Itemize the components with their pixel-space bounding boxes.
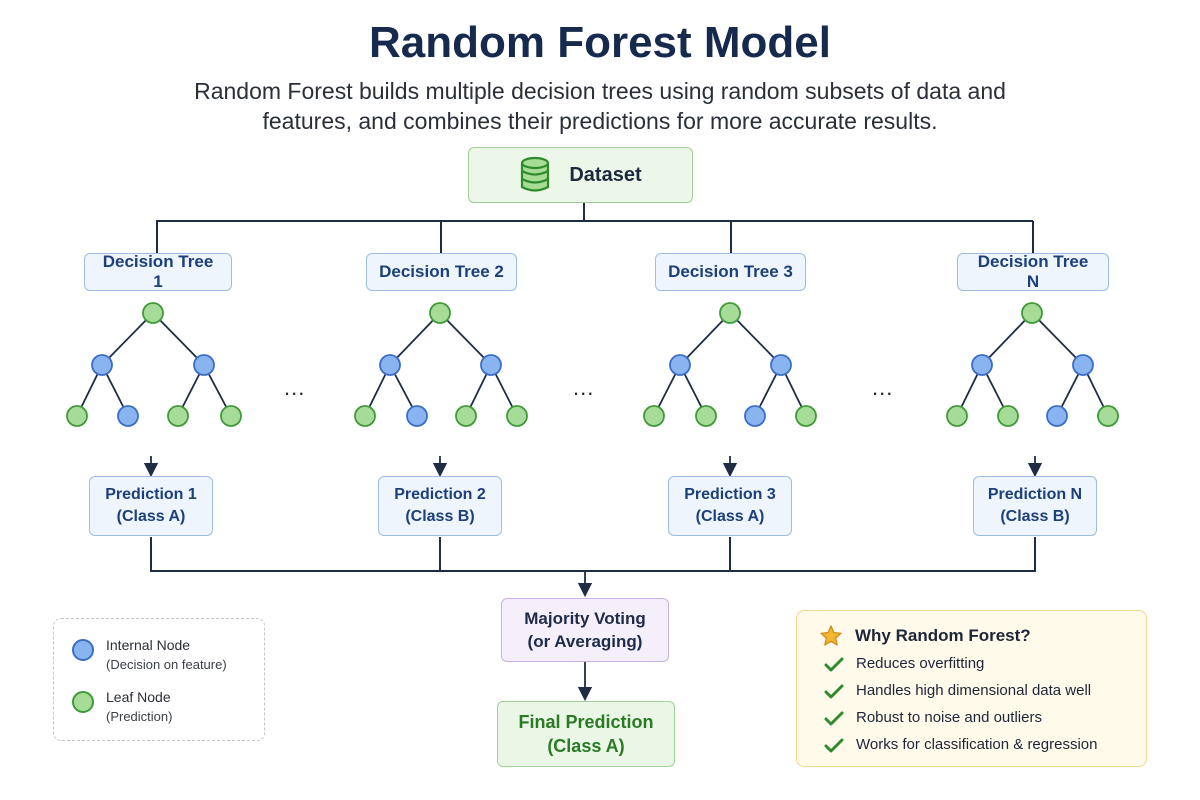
tree-label-n: Decision Tree N (957, 252, 1109, 291)
prediction-box-n: Prediction N (Class B) (973, 476, 1097, 536)
ellipsis-1: ... (284, 375, 306, 400)
tree-leaf-node (946, 405, 968, 427)
internal-node-swatch (72, 639, 94, 661)
why-item-text: Reduces overfitting (856, 655, 985, 672)
diagram-title: Random Forest Model (368, 18, 832, 67)
ellipsis-2: ... (573, 375, 595, 400)
prediction-class: (Class A) (695, 508, 765, 525)
tree-internal-node (669, 354, 691, 376)
prediction-class: (Class B) (405, 508, 475, 525)
tree-edge (729, 312, 782, 366)
tree-internal-node (1072, 354, 1094, 376)
tree-edge (981, 312, 1033, 366)
tree-internal-node (1046, 405, 1068, 427)
tree-leaf-node (167, 405, 189, 427)
tree-leaf-node (997, 405, 1019, 427)
tree-root-node (1021, 302, 1043, 324)
tree-leaf-node (506, 405, 528, 427)
prediction-class: (Class A) (116, 508, 186, 525)
why-item-text: Robust to noise and outliers (856, 709, 1042, 726)
tree-leaf-node (795, 405, 817, 427)
tree-internal-node (744, 405, 766, 427)
tree-internal-node (379, 354, 401, 376)
tree-internal-node (406, 405, 428, 427)
dataset-label: Dataset (569, 163, 642, 186)
leaf-node-swatch (72, 691, 94, 713)
star-icon (820, 625, 842, 646)
why-title: Why Random Forest? (855, 626, 1031, 645)
legend-internal-desc: (Decision on feature) (106, 657, 227, 672)
voting-line-1: Majority Voting (524, 609, 646, 628)
prediction-box-1: Prediction 1 (Class A) (89, 476, 213, 536)
prediction-label: Prediction 3 (684, 486, 776, 503)
legend-leaf-desc: (Prediction) (106, 709, 173, 724)
why-item-text: Handles high dimensional data well (856, 682, 1092, 699)
prediction-label: Prediction 2 (394, 486, 486, 503)
majority-voting-box: Majority Voting (or Averaging) (501, 598, 669, 662)
legend-leaf-title: Leaf Node (106, 689, 171, 705)
tree-internal-node (480, 354, 502, 376)
tree-edge (1031, 312, 1084, 366)
legend: Internal Node (Decision on feature) Leaf… (53, 618, 265, 741)
tree-leaf-node (695, 405, 717, 427)
tree-internal-node (91, 354, 113, 376)
tree-leaf-node (354, 405, 376, 427)
diagram-subtitle: Random Forest builds multiple decision t… (194, 78, 1006, 134)
tree-edge (389, 312, 441, 366)
tree-internal-node (770, 354, 792, 376)
prediction-class: (Class B) (1000, 508, 1070, 525)
tree-internal-node (117, 405, 139, 427)
tree-leaf-node (455, 405, 477, 427)
prediction-box-3: Prediction 3 (Class A) (668, 476, 792, 536)
tree-label-3: Decision Tree 3 (655, 253, 806, 291)
database-icon (521, 156, 550, 192)
tree-edge (152, 312, 205, 366)
ellipsis-3: ... (872, 375, 894, 400)
tree-root-node (142, 302, 164, 324)
voting-line-2: (or Averaging) (527, 632, 643, 651)
prediction-label: Prediction N (987, 486, 1083, 503)
tree-label-1: Decision Tree 1 (84, 252, 232, 291)
why-random-forest-panel: Why Random Forest? Reduces overfitting H… (796, 610, 1147, 767)
check-icon (824, 738, 844, 753)
why-item-text: Works for classification & regression (856, 736, 1098, 753)
prediction-box-2: Prediction 2 (Class B) (378, 476, 502, 536)
tree-root-node (429, 302, 451, 324)
final-line-1: Final Prediction (518, 712, 654, 732)
check-icon (824, 711, 844, 726)
final-line-2: (Class A) (547, 736, 625, 756)
tree-leaf-node (220, 405, 242, 427)
dataset-box: Dataset (468, 147, 693, 203)
final-prediction-box: Final Prediction (Class A) (497, 701, 675, 767)
legend-internal-title: Internal Node (106, 637, 191, 653)
tree-edge (101, 312, 154, 366)
tree-internal-node (971, 354, 993, 376)
tree-edge (679, 312, 731, 366)
trees-layer (66, 302, 1119, 427)
tree-edge (439, 312, 492, 366)
tree-label-2: Decision Tree 2 (366, 253, 517, 291)
tree-leaf-node (1097, 405, 1119, 427)
tree-internal-node (193, 354, 215, 376)
check-icon (824, 657, 844, 672)
prediction-label: Prediction 1 (105, 486, 197, 503)
tree-root-node (719, 302, 741, 324)
tree-leaf-node (643, 405, 665, 427)
check-icon (824, 684, 844, 699)
tree-leaf-node (66, 405, 88, 427)
